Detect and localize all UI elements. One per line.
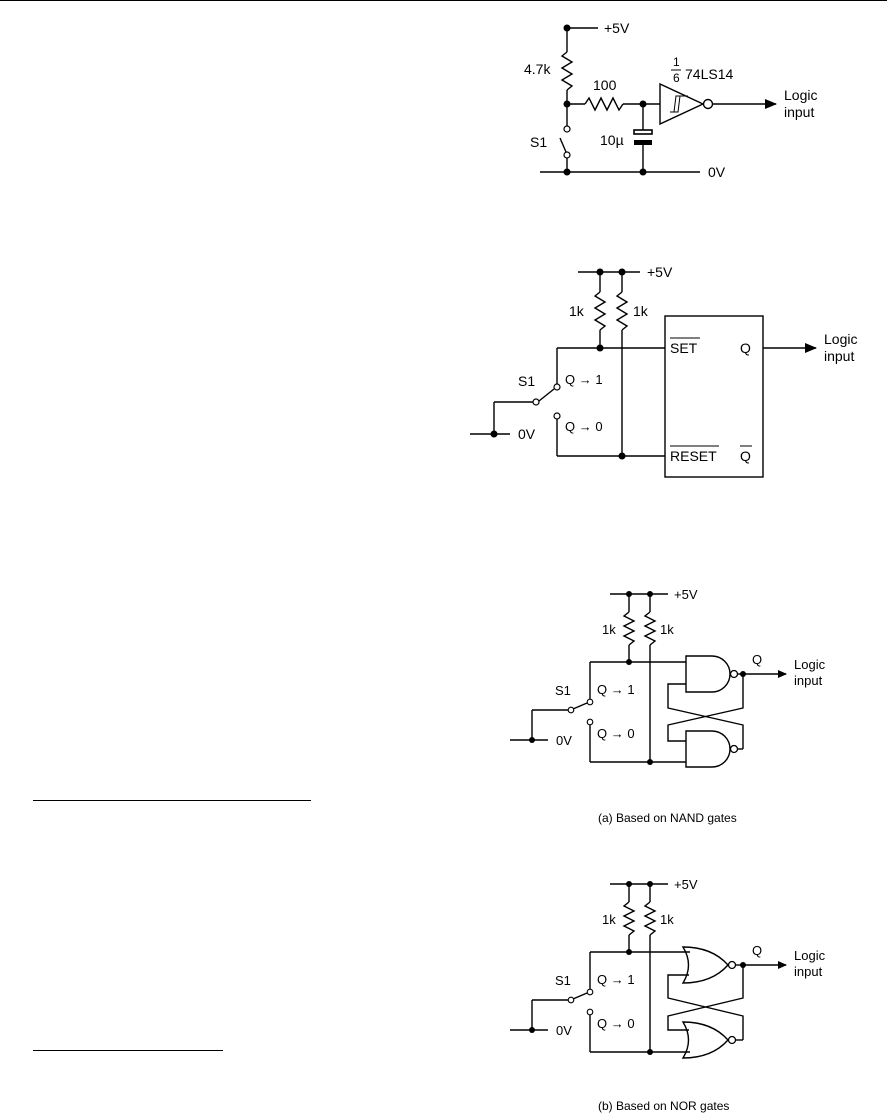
circuit-a-schmitt-debounce: +5V 4.7k 100 10µ S1 0V [524, 20, 817, 180]
circuit-b-q-pin: Q [740, 340, 751, 356]
circuit-d-nor-latch: +5V 1k 1k S1 0V Q → 1 Q → 0 [510, 877, 826, 1113]
circuit-d-supply-label: +5V [674, 877, 698, 892]
circuit-b-output-label-line2: input [824, 348, 854, 364]
circuit-c-position-upper: Q → 1 [597, 682, 635, 697]
circuit-b-switch-label: S1 [518, 373, 535, 389]
circuit-b-supply-label: +5V [647, 264, 673, 280]
circuit-d-q-label: Q [752, 943, 762, 958]
circuit-c-supply-label: +5V [674, 587, 698, 602]
circuit-c-output-label-line2: input [794, 673, 823, 688]
circuit-d-nor-gate-top [681, 946, 729, 984]
circuit-c-resistor-2 [643, 611, 657, 646]
circuit-c-resistor-1 [622, 611, 636, 646]
left-column-rule-upper [33, 800, 311, 801]
circuit-c-nand-gate-top [685, 655, 731, 693]
circuit-d-position-lower: Q → 0 [597, 1016, 635, 1031]
circuit-c-output-label-line1: Logic [794, 657, 826, 672]
circuit-a-capacitor [633, 129, 653, 135]
circuit-b-r1-value: 1k [569, 303, 585, 319]
circuit-a-switch [559, 137, 567, 153]
circuit-c-caption: (a) Based on NAND gates [598, 811, 737, 825]
circuit-a-series-value: 100 [593, 77, 617, 93]
circuit-b-resistor-2 [615, 291, 629, 331]
circuit-c-position-lower: Q → 0 [597, 726, 635, 741]
circuit-d-resistor-2 [643, 901, 657, 936]
circuit-b-position-lower: Q → 0 [565, 419, 603, 434]
circuit-c-switch-label: S1 [555, 683, 571, 698]
circuit-b-latch-box [664, 315, 764, 478]
circuit-a-ground-label: 0V [708, 164, 726, 180]
circuit-d-switch [572, 992, 588, 1000]
circuit-a-pullup-value: 4.7k [524, 61, 551, 77]
circuit-a-supply-label: +5V [604, 20, 630, 36]
circuit-a-hysteresis-icon [670, 95, 688, 113]
circuit-b-sr-latch: +5V 1k 1k S1 0V Q → 1 Q → 0 SET [470, 264, 857, 478]
circuit-d-r1-value: 1k [602, 912, 616, 927]
circuit-d-caption: (b) Based on NOR gates [598, 1099, 729, 1113]
circuit-c-nand-gate-bottom [685, 730, 731, 768]
circuit-c-r1-value: 1k [602, 622, 616, 637]
circuit-b-resistor-1 [593, 291, 607, 331]
circuit-a-fraction-denominator: 6 [673, 71, 680, 85]
circuit-b-switch [538, 388, 555, 402]
circuit-a-capacitor-value: 10µ [600, 132, 624, 148]
circuit-d-resistor-1 [622, 901, 636, 936]
circuit-a-gate-part: 74LS14 [685, 66, 733, 82]
circuit-d-position-upper: Q → 1 [597, 972, 635, 987]
circuit-c-ground-label: 0V [556, 733, 572, 748]
circuit-c-r2-value: 1k [660, 622, 674, 637]
circuit-a-fraction-numerator: 1 [673, 55, 680, 69]
circuit-d-nor-gate-bottom [681, 1021, 729, 1059]
circuit-a-output-label-line2: input [784, 104, 814, 120]
circuit-b-set-pin: SET [670, 340, 698, 356]
circuit-a-series-resistor [584, 96, 624, 112]
circuit-d-r2-value: 1k [660, 912, 674, 927]
circuit-a-pullup-resistor [560, 51, 574, 91]
circuit-b-ground-label: 0V [518, 426, 536, 442]
circuit-d-ground-label: 0V [556, 1023, 572, 1038]
circuit-d-output-label-line2: input [794, 964, 823, 979]
circuit-a-switch-label: S1 [530, 134, 547, 150]
circuit-b-position-upper: Q → 1 [565, 372, 603, 387]
circuit-a-schmitt-inverter [659, 82, 705, 126]
circuit-b-reset-pin: RESET [670, 448, 717, 464]
page-top-rule [0, 0, 887, 1]
circuit-c-q-label: Q [752, 652, 762, 667]
circuit-c-nand-latch: +5V 1k 1k S1 0V Q → 1 Q → 0 [510, 587, 826, 825]
circuit-d-switch-label: S1 [555, 973, 571, 988]
circuit-d-output-label-line1: Logic [794, 948, 826, 963]
left-column-rule-lower [33, 1050, 223, 1051]
circuit-b-qbar-pin: Q [740, 448, 751, 464]
circuit-a-output-label-line1: Logic [784, 87, 817, 103]
circuit-b-r2-value: 1k [633, 303, 649, 319]
circuit-c-switch [572, 702, 588, 710]
circuit-b-output-label-line1: Logic [824, 331, 857, 347]
